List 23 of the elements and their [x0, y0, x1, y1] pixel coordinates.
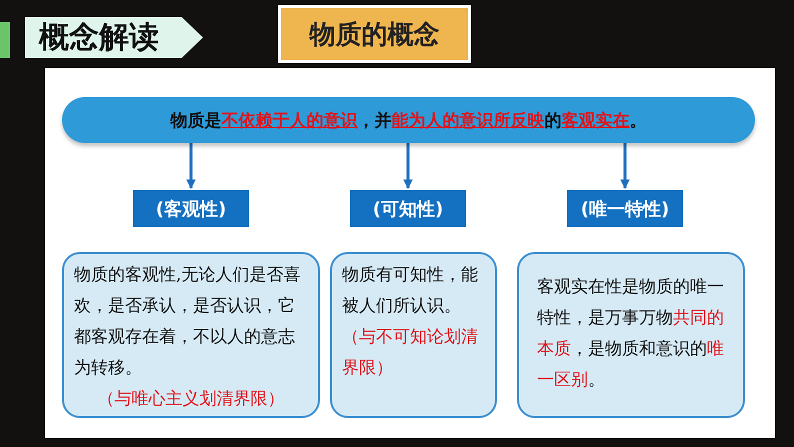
label-text: (可知性) — [372, 198, 444, 220]
note-text: （与不可知论划清界限） — [342, 326, 479, 380]
title-box — [278, 5, 471, 63]
paragraph: 客观实在性是物质的唯一特性，是万事万物共同的本质，是物质和意识的唯一区别。 — [536, 276, 725, 392]
note-text: （与唯心主义划清界限） — [96, 388, 286, 411]
label-text: 物质的概念 — [310, 18, 440, 52]
explanation-box — [330, 252, 497, 418]
arrow — [403, 143, 413, 189]
label-text: (唯一特性) — [580, 198, 670, 220]
label-text: (客观性) — [156, 198, 226, 220]
label-text: 概念解读 — [39, 19, 159, 57]
arrow — [186, 143, 196, 189]
paragraph: 物质有可知性，能被人们所认识。 — [342, 264, 479, 318]
arrow — [620, 143, 630, 189]
category-box — [567, 190, 683, 227]
category-box — [133, 190, 249, 227]
category-box — [350, 190, 466, 227]
explanation-box — [517, 252, 745, 418]
label-text: 物质是不依赖于人的意识，并能为人的意识所反映的客观实在。 — [170, 110, 646, 132]
definition-banner — [62, 97, 755, 143]
explanation-box — [62, 252, 320, 418]
header-tag — [25, 17, 203, 58]
paragraph: 物质的客观性,无论人们是否喜欢，是否承认，是否认识，它都客观存在着，不以人的意志为转移。 — [74, 264, 302, 380]
